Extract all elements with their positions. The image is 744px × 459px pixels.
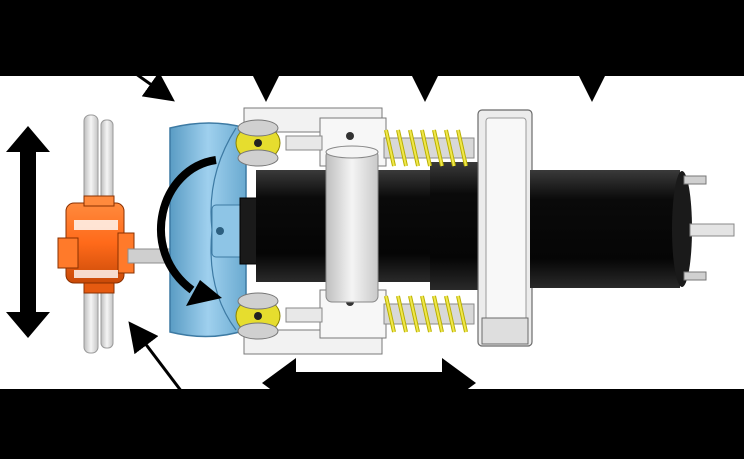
- pointer-arrows: [121, 62, 607, 401]
- rotation-arrow-icon: [157, 156, 222, 306]
- motor-terminal-bottom: [683, 271, 707, 281]
- motor-endcap: [672, 171, 692, 287]
- pointer-arrow-cam-icon: [121, 62, 175, 102]
- black-motor-icon: [530, 170, 680, 288]
- orange-hub-icon: [57, 195, 135, 294]
- motor-output-shaft: [689, 223, 735, 237]
- vertical-motion-arrow-icon: [6, 126, 50, 338]
- blue-cam-icon: [169, 122, 247, 338]
- ring-clamp: [325, 145, 379, 303]
- motor-terminal-top: [683, 175, 707, 185]
- mount-plate: [477, 109, 533, 347]
- gearbox-flange: [430, 162, 484, 290]
- yellow-rollers-icon: [235, 119, 323, 340]
- yellow-springs-icon: [383, 129, 475, 333]
- horizontal-motion-arrow-icon: [262, 358, 476, 408]
- pointer-arrow-hub-icon: [128, 321, 190, 401]
